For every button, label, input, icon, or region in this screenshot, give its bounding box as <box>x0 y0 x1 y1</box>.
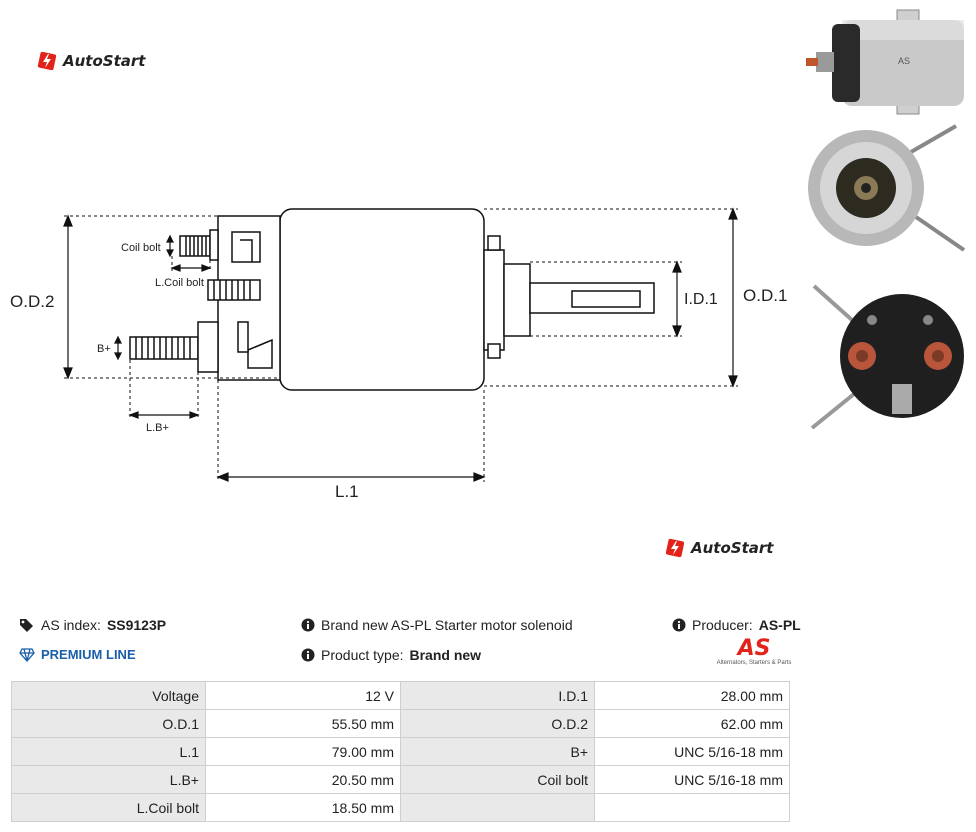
spec-key-cell: Coil bolt <box>400 765 595 794</box>
spec-value-cell: 62.00 mm <box>594 709 790 738</box>
product-type-value: Brand new <box>409 647 482 663</box>
spec-key-cell: Voltage <box>11 681 206 710</box>
spec-value-cell: UNC 5/16-18 mm <box>594 737 790 766</box>
b-plus-bolt-drawing <box>129 321 249 373</box>
spec-value-cell <box>594 793 790 822</box>
spec-value-cell: 12 V <box>205 681 401 710</box>
product-type-label: Product type: <box>321 647 404 663</box>
spec-key-cell: I.D.1 <box>400 681 595 710</box>
spec-value-cell: 20.50 mm <box>205 765 401 794</box>
spec-key-cell: O.D.2 <box>400 709 595 738</box>
spec-key-cell: L.B+ <box>11 765 206 794</box>
info-icon <box>301 648 315 662</box>
od2-label: O.D.2 <box>10 292 54 311</box>
as-pl-logo: AS Alternators, Starters & Parts <box>716 636 792 667</box>
l-b-plus-label: L.B+ <box>146 422 169 434</box>
as-index-label: AS index: <box>41 617 101 633</box>
spec-value-cell: 55.50 mm <box>205 709 401 738</box>
product-photo-front <box>808 124 966 252</box>
diamond-icon <box>19 647 35 662</box>
spec-value-cell: UNC 5/16-18 mm <box>594 765 790 794</box>
premium-line-label: PREMIUM LINE <box>41 647 136 662</box>
producer: Producer: AS-PL <box>672 617 801 633</box>
spec-key-cell <box>400 793 595 822</box>
tag-icon <box>20 619 33 632</box>
spec-value-cell: 18.50 mm <box>205 793 401 822</box>
od1-label: O.D.1 <box>743 286 787 305</box>
info-icon <box>672 618 686 632</box>
producer-label: Producer: <box>692 617 753 633</box>
l-coil-bolt-label: L.Coil bolt <box>155 277 204 289</box>
spec-value-cell: 28.00 mm <box>594 681 790 710</box>
brand-name: AutoStart <box>63 52 146 70</box>
description-text: Brand new AS-PL Starter motor solenoid <box>321 617 573 633</box>
as-index: AS index: SS9123P <box>19 617 166 633</box>
as-pl-tagline: Alternators, Starters & Parts <box>716 660 792 666</box>
product-type: Product type: Brand new <box>301 647 481 663</box>
id1-label: I.D.1 <box>684 291 718 308</box>
spec-key-cell: O.D.1 <box>11 709 206 738</box>
l1-label: L.1 <box>335 482 359 501</box>
autostart-logo-icon <box>37 51 57 71</box>
autostart-logo: AutoStart <box>36 50 145 72</box>
b-plus-label: B+ <box>97 343 111 355</box>
product-description: Brand new AS-PL Starter motor solenoid <box>301 617 573 633</box>
product-photo-terminals <box>810 284 964 430</box>
svg-text:AS: AS <box>898 56 910 66</box>
producer-value: AS-PL <box>758 617 801 633</box>
technical-drawing: O.D.2 O.D.1 I.D.1 L.1 Coil bolt L.Coil b… <box>10 207 787 501</box>
coil-bolt-label: Coil bolt <box>121 242 161 254</box>
spec-key-cell: L.1 <box>11 737 206 766</box>
autostart-logo-secondary: AutoStart <box>664 537 773 559</box>
as-index-value: SS9123P <box>106 617 167 633</box>
brand-name: AutoStart <box>691 539 774 557</box>
spec-key-cell: B+ <box>400 737 595 766</box>
spec-value-cell: 79.00 mm <box>205 737 401 766</box>
autostart-logo-icon <box>665 538 685 558</box>
premium-line-badge[interactable]: PREMIUM LINE <box>19 647 136 662</box>
as-pl-logo-mark: AS <box>737 636 771 661</box>
product-photo-side: AS <box>806 9 964 115</box>
info-icon <box>301 618 315 632</box>
coil-bolt-drawing <box>179 229 219 261</box>
spec-key-cell: L.Coil bolt <box>11 793 206 822</box>
